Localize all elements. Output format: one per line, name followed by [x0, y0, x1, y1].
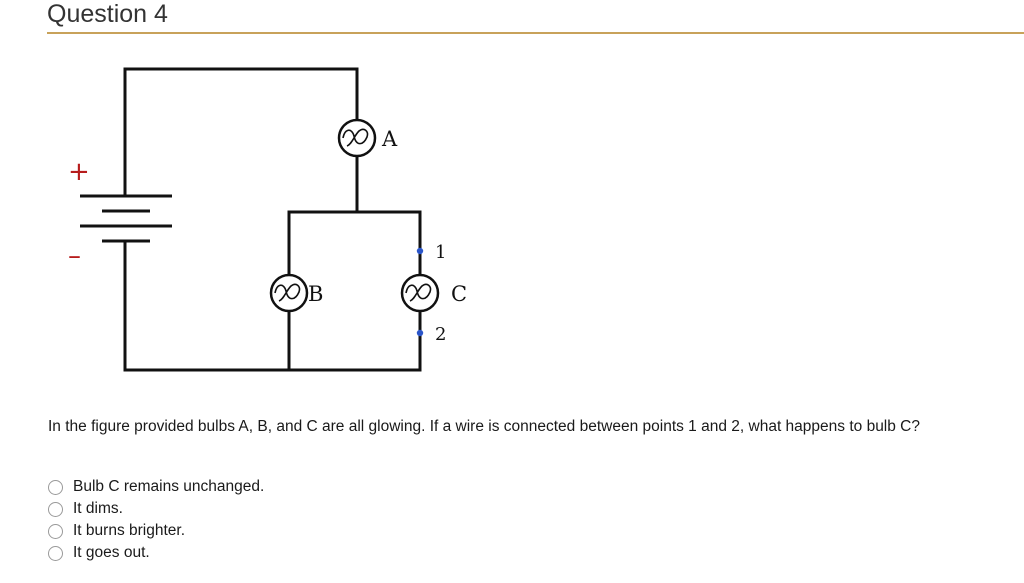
radio-button[interactable]: [48, 501, 63, 517]
point-2-label: 2: [435, 324, 446, 345]
answer-option[interactable]: Bulb C remains unchanged.: [48, 476, 264, 498]
battery-minus-label: –: [68, 241, 81, 271]
battery: [80, 194, 172, 243]
answer-option[interactable]: It burns brighter.: [48, 520, 264, 542]
bulb-b-label: B: [308, 282, 323, 306]
battery-plus-label: +: [68, 157, 90, 187]
question-prompt: In the figure provided bulbs A, B, and C…: [48, 418, 920, 435]
radio-button[interactable]: [48, 545, 63, 561]
answer-option[interactable]: It goes out.: [48, 542, 264, 564]
circuit-wires: [123, 67, 422, 372]
circuit-diagram: + – A B C 1 2: [68, 67, 467, 372]
answer-option[interactable]: It dims.: [48, 498, 264, 520]
title-divider: [47, 32, 1024, 34]
question-title: Question 4: [47, 0, 168, 28]
bulb-b-icon: [269, 273, 309, 313]
point-2-marker: [416, 329, 424, 337]
bulb-c-icon: [400, 273, 440, 313]
bulb-a-icon: [337, 118, 377, 158]
radio-button[interactable]: [48, 523, 63, 539]
point-1-label: 1: [435, 242, 446, 263]
answer-option-label: It burns brighter.: [73, 522, 186, 539]
point-1-marker: [416, 247, 424, 255]
answer-options: Bulb C remains unchanged. It dims. It bu…: [48, 476, 264, 564]
bulb-a-label: A: [381, 127, 398, 151]
bulb-c-label: C: [451, 282, 467, 306]
radio-button[interactable]: [48, 479, 63, 495]
answer-option-label: It goes out.: [73, 544, 150, 561]
answer-option-label: Bulb C remains unchanged.: [73, 478, 265, 495]
answer-option-label: It dims.: [73, 500, 123, 517]
